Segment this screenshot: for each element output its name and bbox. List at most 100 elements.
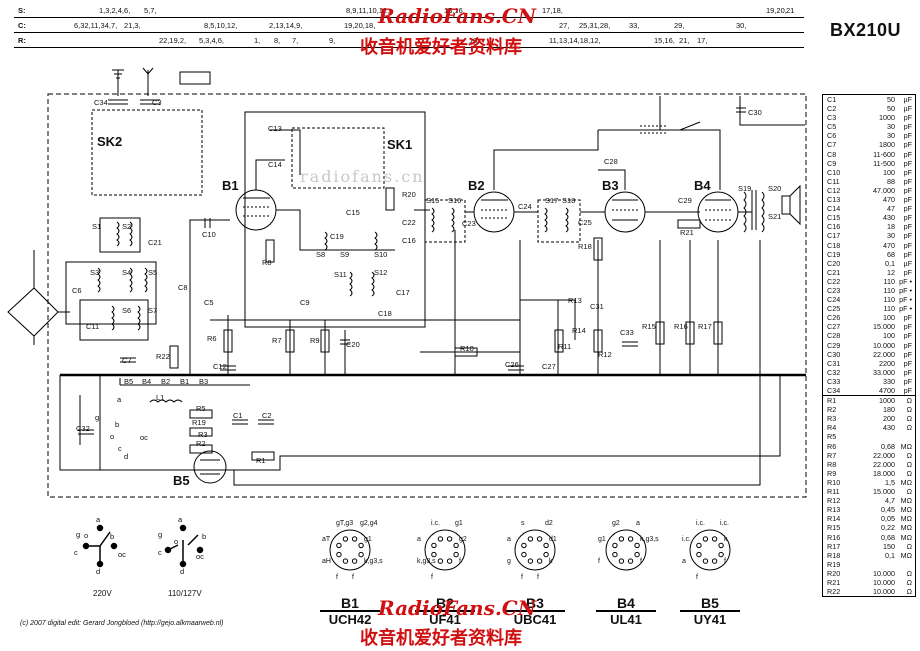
- header-row-1: C:6,32,11,34,7,21,3,8,5,10,12,2,13,14,9,…: [14, 19, 804, 33]
- pickup-socket: [179, 71, 211, 85]
- socket-pin: [536, 536, 543, 542]
- header-cell: 17,: [697, 36, 708, 45]
- tube-pin-label: s: [521, 520, 525, 527]
- label-bsw-1: B4: [142, 377, 152, 386]
- label-sw-d: d: [124, 452, 129, 461]
- legend-id: R10: [827, 477, 841, 487]
- label-b4: B4: [694, 178, 711, 193]
- label-bsw-2: B2: [161, 377, 171, 386]
- sk2-box: [91, 109, 203, 196]
- legend-id: C2: [827, 104, 837, 114]
- tube-pin-label: f: [537, 574, 539, 581]
- header-cell: 5,7,: [144, 6, 157, 15]
- header-cell: 1,: [254, 36, 261, 45]
- socket-pin: [431, 542, 437, 549]
- header-cell: 6,32,11,34,7,: [74, 21, 118, 30]
- label-s1: S1: [92, 222, 102, 231]
- legend-val: 4,7: [885, 496, 895, 506]
- tube-pin-label: g1: [455, 520, 463, 527]
- legend-unit: Ω: [906, 577, 912, 587]
- legend-val: 0,22: [881, 523, 895, 533]
- tube-pin-label: d1: [549, 536, 557, 543]
- label-r3: R3: [198, 430, 208, 439]
- header-cell: 27,: [559, 21, 570, 30]
- label-r16: R16: [674, 322, 688, 331]
- tube-pin-label: f: [336, 574, 338, 581]
- legend-val: 68: [887, 249, 895, 259]
- header-cell: 30,: [736, 21, 747, 30]
- socket-pin: [612, 542, 618, 549]
- socket-pin: [521, 542, 527, 549]
- tube-socket-b1: [329, 529, 371, 571]
- legend-unit: pF: [903, 185, 912, 195]
- tube-pin-label: d2: [545, 520, 553, 527]
- sel1-d: d: [96, 567, 101, 576]
- legend-val: 110: [883, 285, 895, 295]
- legend-unit: pF •: [899, 285, 912, 295]
- legend-val: 2200: [879, 358, 895, 368]
- label-c29: C29: [678, 196, 692, 205]
- legend-unit: pF: [903, 122, 912, 132]
- label-s11: S11: [334, 270, 347, 279]
- label-sw-a: a: [117, 395, 122, 404]
- legend-unit: MΩ: [900, 550, 912, 560]
- tube-pin-label: a: [636, 520, 640, 527]
- legend-unit: Ω: [906, 587, 912, 597]
- tube-id: B4: [617, 595, 635, 611]
- tube-type: UY41: [680, 610, 740, 627]
- legend-val: 470: [883, 195, 895, 205]
- legend-unit: pF: [903, 204, 912, 214]
- socket-pin: [453, 542, 459, 549]
- legend-unit: pF: [903, 376, 912, 386]
- sk1-wafer: [291, 127, 385, 189]
- tube-b5-symbol: [193, 450, 227, 484]
- legend-unit: Ω: [906, 568, 912, 578]
- legend-id: R8: [827, 459, 837, 469]
- legend-row: R5: [823, 432, 915, 441]
- legend-id: C9: [827, 158, 837, 168]
- label-r8: R8: [262, 258, 272, 267]
- legend-val: 15.000: [873, 322, 895, 332]
- legend-unit: pF: [903, 131, 912, 141]
- legend-val: 110: [883, 295, 895, 305]
- legend-id: C28: [827, 331, 841, 341]
- label-c16: C16: [402, 236, 416, 245]
- watermark-site-bottom: RadioFans.CN: [378, 596, 536, 620]
- legend-unit: MΩ: [900, 523, 912, 533]
- sel2-a: a: [178, 515, 183, 524]
- header-cell: 7,: [292, 36, 299, 45]
- socket-pin: [627, 558, 634, 564]
- legend-id: R4: [827, 423, 837, 433]
- legend-val: 30: [887, 122, 895, 132]
- header-cell: 22,19,2,: [159, 36, 187, 45]
- tube-pin-label: f: [352, 574, 354, 581]
- legend-id: C19: [827, 249, 841, 259]
- label-c15: C15: [346, 208, 360, 217]
- sel1-b: b: [110, 532, 115, 541]
- label-s20: S20: [768, 184, 782, 193]
- legend-unit: pF •: [899, 304, 912, 314]
- header-cell: 1,3,2,4,6,: [99, 6, 131, 15]
- legend-id: C34: [827, 386, 841, 395]
- legend-id: C22: [827, 276, 841, 286]
- header-cell: 33,: [629, 21, 640, 30]
- socket-pin: [543, 542, 549, 549]
- legend-val: 1000: [879, 396, 895, 406]
- header-cell: 21: [786, 6, 795, 15]
- label-s9: S9: [340, 250, 350, 259]
- label-c10: C10: [202, 230, 216, 239]
- legend-val: 33.000: [873, 367, 895, 377]
- label-l1: L1: [156, 393, 165, 402]
- voltage-selector-110: [164, 524, 204, 568]
